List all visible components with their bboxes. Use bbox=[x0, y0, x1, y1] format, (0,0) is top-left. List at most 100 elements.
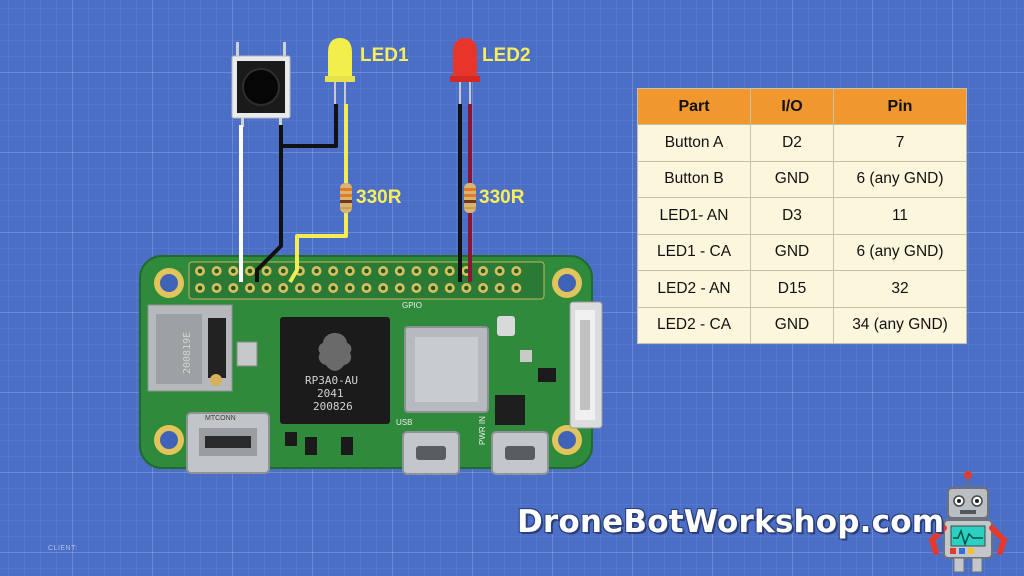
header-pin: Pin bbox=[833, 88, 967, 125]
wire-black-button bbox=[279, 125, 336, 148]
gpio-header bbox=[188, 261, 545, 300]
gpio-pin-hole bbox=[364, 285, 369, 291]
brand-watermark: DroneBotWorkshop.com bbox=[517, 504, 945, 540]
gpio-pin-hole bbox=[380, 285, 386, 291]
cell-part: LED1 - CA bbox=[637, 233, 751, 271]
camera-connector bbox=[569, 301, 603, 429]
gpio-pin-hole bbox=[480, 285, 486, 291]
cell-io: GND bbox=[750, 233, 834, 271]
soc-marking-line3: 200826 bbox=[313, 400, 353, 413]
gpio-silkscreen: GPIO bbox=[402, 301, 423, 310]
gpio-pin-hole bbox=[247, 268, 253, 274]
gpio-pin-hole bbox=[314, 268, 319, 274]
table-row: LED2 - CA GND 34 (any GND) bbox=[637, 306, 967, 344]
gpio-pin-hole bbox=[264, 285, 269, 291]
resistor-1 bbox=[340, 183, 352, 213]
led2-label: LED2 bbox=[482, 45, 531, 66]
wire-black-led1 bbox=[255, 104, 338, 282]
soc-chip bbox=[280, 317, 390, 424]
cell-part: LED2 - CA bbox=[637, 306, 751, 344]
soc-marking-line2: 2041 bbox=[317, 387, 344, 400]
cell-pin: 34 (any GND) bbox=[833, 306, 967, 344]
cell-pin: 11 bbox=[833, 197, 967, 235]
gpio-pin-hole bbox=[497, 268, 503, 274]
gpio-pin-hole bbox=[514, 268, 519, 274]
cell-io: D3 bbox=[750, 197, 834, 235]
cell-part: LED1- AN bbox=[637, 197, 751, 235]
gpio-pin-hole bbox=[347, 268, 353, 274]
gpio-pin-hole bbox=[380, 268, 386, 274]
cell-io: GND bbox=[750, 160, 834, 198]
gpio-pin-hole bbox=[314, 285, 319, 291]
gpio-pin-hole bbox=[447, 285, 453, 291]
gpio-pin-hole bbox=[364, 268, 369, 274]
header-part: Part bbox=[637, 88, 751, 125]
gpio-pin-hole bbox=[330, 268, 336, 274]
gpio-pin-hole bbox=[247, 285, 253, 291]
gpio-pin-hole bbox=[464, 268, 469, 274]
gpio-pin-hole bbox=[297, 285, 303, 291]
table-header-row: Part I/O Pin bbox=[637, 88, 967, 125]
gpio-pin-hole bbox=[497, 285, 503, 291]
gpio-pin-hole bbox=[430, 285, 436, 291]
cell-io: D2 bbox=[750, 124, 834, 162]
cell-pin: 32 bbox=[833, 270, 967, 308]
hdmi-silkscreen: MTCONN bbox=[205, 415, 236, 422]
resistor-2 bbox=[464, 183, 476, 213]
gpio-pin-hole bbox=[330, 285, 336, 291]
pwr-silkscreen: PWR IN bbox=[478, 416, 487, 445]
usb-silkscreen: USB bbox=[396, 418, 413, 427]
header-io: I/O bbox=[750, 88, 834, 125]
table-row: LED2 - AN D15 32 bbox=[637, 270, 967, 308]
memory-marking: 200819E bbox=[182, 331, 193, 374]
table-row: Button A D2 7 bbox=[637, 124, 967, 162]
gpio-pin-hole bbox=[447, 268, 453, 274]
client-caption: CLIENT: bbox=[48, 545, 78, 552]
cell-io: GND bbox=[750, 306, 834, 344]
resistor2-label: 330R bbox=[479, 187, 525, 208]
cell-part: LED2 - AN bbox=[637, 270, 751, 308]
table-row: LED1 - CA GND 6 (any GND) bbox=[637, 233, 967, 271]
wires bbox=[239, 104, 472, 284]
soc-marking-line1: RP3A0-AU bbox=[305, 374, 358, 387]
mounting-holes bbox=[154, 268, 582, 455]
cell-part: Button B bbox=[637, 160, 751, 198]
cell-pin: 7 bbox=[833, 124, 967, 162]
raspberry-pi-zero-board bbox=[139, 255, 603, 475]
gpio-pin-hole bbox=[280, 285, 286, 291]
gpio-pin-hole bbox=[414, 285, 419, 291]
gpio-pin-hole bbox=[264, 268, 269, 274]
gpio-pin-hole bbox=[280, 268, 286, 274]
rf-shield bbox=[404, 326, 489, 413]
gpio-pin-hole bbox=[480, 268, 486, 274]
gpio-pin-hole bbox=[414, 268, 419, 274]
pin-assignment-table: Part I/O Pin Button A D2 7 Button B GND … bbox=[637, 88, 967, 344]
gpio-pin-hole bbox=[214, 285, 219, 291]
gpio-pin-hole bbox=[397, 268, 403, 274]
gpio-pin-hole bbox=[214, 268, 219, 274]
cell-pin: 6 (any GND) bbox=[833, 160, 967, 198]
cell-io: D15 bbox=[750, 270, 834, 308]
gpio-pin-hole bbox=[231, 285, 236, 291]
led2-red bbox=[450, 38, 480, 104]
micro-usb-power-port bbox=[491, 431, 549, 475]
cell-part: Button A bbox=[637, 124, 751, 162]
resistor1-label: 330R bbox=[356, 187, 402, 208]
gpio-pin-hole bbox=[347, 285, 353, 291]
gpio-pin-hole bbox=[231, 268, 236, 274]
table-row: Button B GND 6 (any GND) bbox=[637, 160, 967, 198]
gpio-pin-hole bbox=[430, 268, 436, 274]
table-row: LED1- AN D3 11 bbox=[637, 197, 967, 235]
mini-hdmi-port bbox=[186, 412, 270, 474]
gpio-pin-hole bbox=[197, 285, 203, 291]
gpio-pin-hole bbox=[397, 285, 403, 291]
push-button bbox=[231, 42, 291, 127]
led1-yellow bbox=[325, 38, 355, 104]
robot-mascot-icon bbox=[928, 471, 1008, 573]
micro-usb-data-port bbox=[402, 431, 460, 475]
gpio-pins bbox=[195, 266, 522, 293]
sd-card-slot bbox=[147, 304, 233, 392]
gpio-pin-hole bbox=[514, 285, 519, 291]
led1-label: LED1 bbox=[360, 45, 409, 66]
